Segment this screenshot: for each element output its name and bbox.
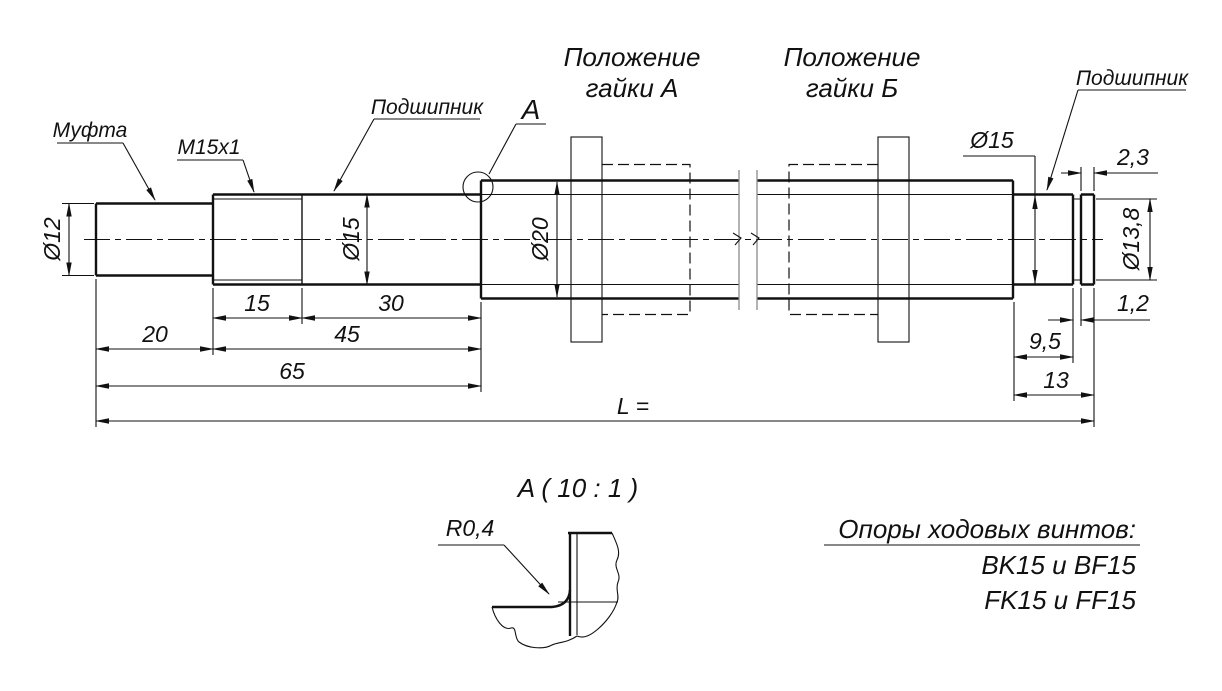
- note-title: Опоры ходовых винтов:: [838, 514, 1136, 544]
- detail-ref-label: A: [520, 94, 541, 125]
- detail-a-circle: [462, 171, 494, 203]
- nut-b-header-line2: гайки Б: [806, 73, 898, 103]
- note-block: Опоры ходовых винтов: BK15 и BF15 FK15 и…: [824, 514, 1140, 615]
- break-zigzags: [732, 232, 760, 246]
- nut-a-body: [602, 163, 691, 316]
- dim-diameter-20: Ø20: [527, 217, 553, 262]
- nut-b-flange: [877, 136, 910, 343]
- note-line-3: FK15 и FF15: [984, 585, 1136, 615]
- dim-length-9-5: 9,5: [1029, 328, 1061, 354]
- break-lines: [732, 170, 760, 310]
- nut-b-phantom: [788, 136, 910, 343]
- note-line-2: BK15 и BF15: [981, 550, 1136, 580]
- bearing-left-label: Подшипник: [371, 96, 484, 119]
- dim-land-width: 2,3: [1116, 144, 1149, 170]
- screw-thread-root-lines: [481, 193, 1013, 286]
- nut-b-header-line1: Положение: [784, 42, 921, 72]
- detail-title: A ( 10 : 1 ): [516, 473, 638, 503]
- nut-b-body: [788, 163, 878, 316]
- detail-outline: [492, 531, 612, 636]
- dim-length-20: 20: [141, 321, 168, 347]
- nut-a-phantom: [570, 136, 691, 343]
- detail-view: A ( 10 : 1 ) R0,4: [438, 473, 638, 649]
- nut-a-header-line2: гайки А: [586, 73, 679, 103]
- nut-a-header-line1: Положение: [564, 42, 701, 72]
- thread-spec-label: M15x1: [177, 136, 240, 159]
- screw-body-outline: [479, 179, 1015, 300]
- shaft-outline: [94, 179, 1096, 300]
- dim-diameter-15-right: Ø15: [969, 127, 1014, 153]
- section-headers: Положение гайки А Положение гайки Б: [564, 42, 921, 103]
- thread-root-lines: [213, 198, 302, 281]
- dim-diameter-13-8: Ø13,8: [1118, 207, 1144, 271]
- nut-a-flange: [570, 136, 603, 343]
- callouts: Муфта M15x1 Подшипник Подшипник A: [53, 67, 1189, 201]
- detail-radius-label: R0,4: [446, 515, 495, 541]
- dim-groove-width: 1,2: [1117, 290, 1149, 316]
- groove-bottom-lines: [1073, 198, 1081, 281]
- extension-lines: [62, 167, 1157, 427]
- coupling-label: Муфта: [53, 119, 128, 142]
- detail-break-lines: [491, 532, 620, 649]
- coupling-journal-outline: [94, 202, 213, 277]
- dim-diameter-15-left: Ø15: [338, 217, 364, 262]
- bearing-right-label: Подшипник: [1076, 67, 1189, 90]
- dim-length-30: 30: [378, 290, 404, 316]
- bearing-seat-outline: [211, 193, 481, 286]
- dim-length-45: 45: [334, 321, 360, 347]
- dim-total-length: L =: [617, 393, 649, 419]
- dim-diameter-12: Ø12: [39, 217, 65, 262]
- dim-length-15: 15: [244, 290, 270, 316]
- detail-fillet: [551, 589, 572, 609]
- dimensions: 15 30 20 45 65 L = 9,5 13 1,2 2,3 Ø12 Ø1…: [39, 127, 1158, 427]
- dim-length-65: 65: [279, 358, 305, 384]
- dim-length-13: 13: [1043, 367, 1069, 393]
- end-journal-outline: [1013, 193, 1096, 286]
